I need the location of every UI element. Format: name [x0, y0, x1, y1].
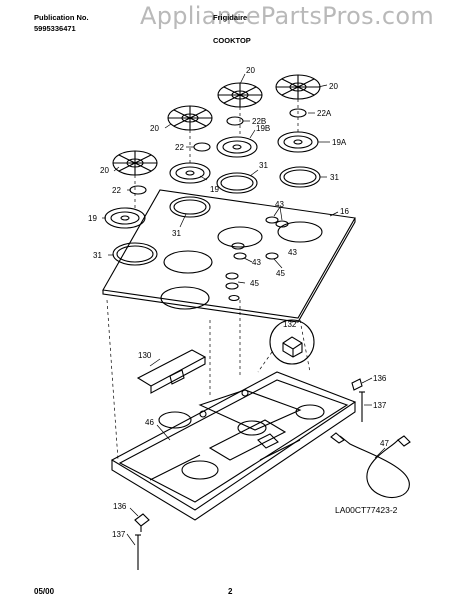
- grommet-45-c: [225, 282, 239, 290]
- trim-ring-31-c: [216, 172, 258, 194]
- callout-45: 45: [276, 269, 285, 278]
- callout-137: 137: [112, 530, 126, 539]
- callout-43: 43: [288, 248, 297, 257]
- callout-31: 31: [330, 173, 339, 182]
- callout-43: 43: [252, 258, 261, 267]
- callout-43: 43: [275, 200, 284, 209]
- cooktop-glass-16: [102, 189, 356, 323]
- screw-137-b: [135, 534, 141, 570]
- callout-22a: 22A: [317, 109, 332, 118]
- callout-19a: 19A: [332, 138, 347, 147]
- drawing-id: LA00CT77423-2: [335, 505, 398, 515]
- publication-label: Publication No.: [34, 13, 89, 22]
- callout-46: 46: [145, 418, 154, 427]
- callout-22: 22: [112, 186, 121, 195]
- callout-20: 20: [246, 66, 255, 75]
- shield-part-130: [136, 349, 207, 394]
- grate-part-20-a: [112, 150, 158, 176]
- watermark: AppliancePartsPros.com: [140, 2, 435, 30]
- footer-date: 05/00: [34, 587, 55, 596]
- callout-22: 22: [175, 143, 184, 152]
- burner-cap-22-d: [129, 185, 147, 195]
- grate-part-20-d: [275, 74, 321, 100]
- grate-part-20-b: [167, 105, 213, 131]
- grommet-45-d: [228, 294, 240, 302]
- trim-ring-31-b: [169, 196, 211, 218]
- bracket-136-a: [351, 378, 363, 391]
- callout-47: 47: [380, 439, 389, 448]
- burner-box-46: [110, 371, 357, 521]
- burner-head-19b: [216, 136, 258, 158]
- screw-137-a: [359, 391, 365, 422]
- callout-20: 20: [150, 124, 159, 133]
- callout-19b: 19B: [256, 124, 270, 133]
- callout-136: 136: [373, 374, 387, 383]
- module-part-132: [257, 319, 315, 373]
- burner-head-19-d: [104, 207, 146, 229]
- alignment-lines: [106, 99, 311, 461]
- callout-22b: 22B: [252, 117, 266, 126]
- burner-cap-22-c: [193, 142, 211, 152]
- callout-16: 16: [340, 207, 349, 216]
- grate-part-20-c: [217, 82, 263, 108]
- seal-43-a: [265, 216, 279, 224]
- brand-text: Frigidaire: [213, 13, 248, 22]
- callout-31: 31: [172, 229, 181, 238]
- seal-43-b: [275, 220, 289, 228]
- section-title: COOKTOP: [213, 36, 251, 45]
- callout-132: 132: [283, 320, 297, 329]
- footer-page-number: 2: [228, 587, 233, 596]
- callout-45: 45: [250, 279, 259, 288]
- publication-number: 5995336471: [34, 24, 76, 33]
- bracket-136-b: [134, 513, 150, 532]
- grommet-45-a: [265, 252, 279, 260]
- callout-19: 19: [210, 185, 219, 194]
- seal-43-c: [231, 242, 245, 250]
- grommet-45-b: [225, 272, 239, 280]
- burner-head-19-c: [169, 162, 211, 184]
- burner-head-19a: [277, 131, 319, 153]
- callout-130: 130: [138, 351, 152, 360]
- power-cord-47: [330, 432, 411, 499]
- trim-ring-31-a: [112, 242, 158, 266]
- callout-31: 31: [93, 251, 102, 260]
- callout-31: 31: [259, 161, 268, 170]
- trim-ring-31-d: [279, 166, 321, 188]
- callout-19: 19: [88, 214, 97, 223]
- leader-lines: [102, 73, 386, 546]
- seal-43-d: [233, 252, 247, 260]
- burner-cap-22b: [226, 116, 244, 126]
- callout-137: 137: [373, 401, 387, 410]
- callout-136: 136: [113, 502, 127, 511]
- callout-20: 20: [100, 166, 109, 175]
- callout-20: 20: [329, 82, 338, 91]
